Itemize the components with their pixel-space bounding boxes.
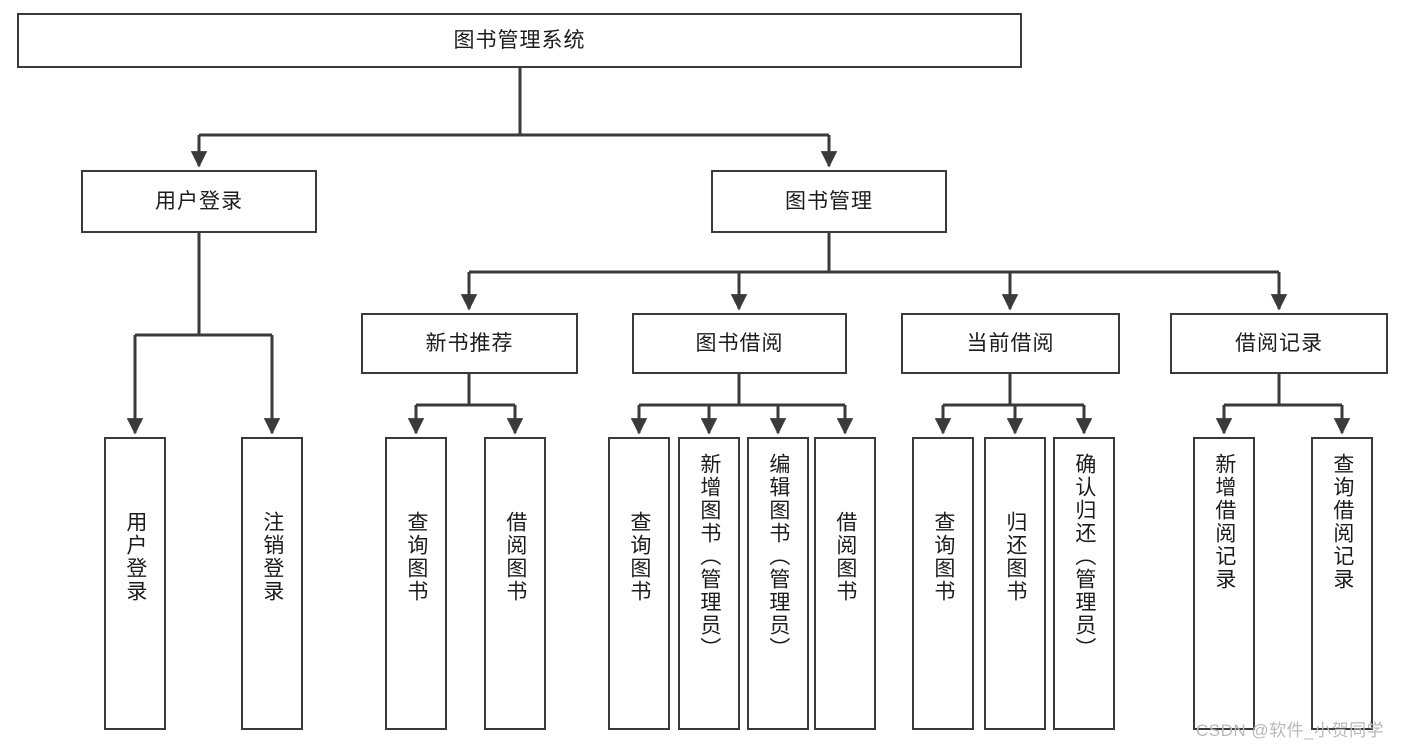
node-leaf-user-login-label: 用户登录 (123, 511, 147, 603)
node-new-book-recommend-label: 新书推荐 (425, 331, 514, 355)
node-leaf-borrow-book-1-label: 借阅图书 (503, 511, 527, 603)
node-leaf-query-book-3-label: 查询图书 (931, 511, 955, 603)
node-leaf-confirm-return-label: 确认归还（管理员） (1072, 453, 1096, 660)
node-leaf-edit-book[interactable]: 编辑图书（管理员） (747, 437, 809, 730)
node-leaf-borrow-book-2-label: 借阅图书 (833, 511, 857, 603)
node-leaf-add-book[interactable]: 新增图书（管理员） (678, 437, 740, 730)
node-current-borrow-label: 当前借阅 (966, 331, 1055, 355)
node-leaf-return-book-label: 归还图书 (1003, 511, 1027, 603)
node-leaf-add-record-label: 新增借阅记录 (1212, 453, 1236, 591)
node-user-login[interactable]: 用户登录 (81, 170, 317, 233)
node-leaf-logout[interactable]: 注销登录 (241, 437, 303, 730)
node-leaf-borrow-book-1[interactable]: 借阅图书 (484, 437, 546, 730)
node-book-manage-label: 图书管理 (785, 189, 873, 213)
node-user-login-label: 用户登录 (155, 189, 243, 213)
node-leaf-return-book[interactable]: 归还图书 (984, 437, 1046, 730)
node-leaf-borrow-book-2[interactable]: 借阅图书 (814, 437, 876, 730)
csdn-watermark: CSDN @软件_小贺同学 (1196, 721, 1385, 740)
node-leaf-confirm-return[interactable]: 确认归还（管理员） (1053, 437, 1115, 730)
node-leaf-query-book-2[interactable]: 查询图书 (608, 437, 670, 730)
node-borrow-record-label: 借阅记录 (1235, 331, 1323, 355)
node-borrow-record[interactable]: 借阅记录 (1170, 313, 1388, 374)
node-book-manage[interactable]: 图书管理 (711, 170, 947, 233)
node-new-book-recommend[interactable]: 新书推荐 (361, 313, 578, 374)
node-leaf-user-login[interactable]: 用户登录 (104, 437, 166, 730)
node-leaf-edit-book-label: 编辑图书（管理员） (766, 453, 790, 660)
node-book-borrow-label: 图书借阅 (695, 331, 784, 355)
node-leaf-query-book-2-label: 查询图书 (627, 511, 651, 603)
node-leaf-query-record[interactable]: 查询借阅记录 (1311, 437, 1373, 730)
node-book-borrow[interactable]: 图书借阅 (632, 313, 847, 374)
node-leaf-query-book-1-label: 查询图书 (404, 511, 428, 603)
node-leaf-logout-label: 注销登录 (260, 511, 284, 603)
node-leaf-query-book-1[interactable]: 查询图书 (385, 437, 447, 730)
node-leaf-query-record-label: 查询借阅记录 (1330, 453, 1354, 591)
node-leaf-add-book-label: 新增图书（管理员） (697, 453, 721, 660)
node-root[interactable]: 图书管理系统 (17, 13, 1022, 68)
node-leaf-add-record[interactable]: 新增借阅记录 (1193, 437, 1255, 730)
node-current-borrow[interactable]: 当前借阅 (901, 313, 1120, 374)
node-root-label: 图书管理系统 (453, 28, 586, 52)
node-leaf-query-book-3[interactable]: 查询图书 (912, 437, 974, 730)
